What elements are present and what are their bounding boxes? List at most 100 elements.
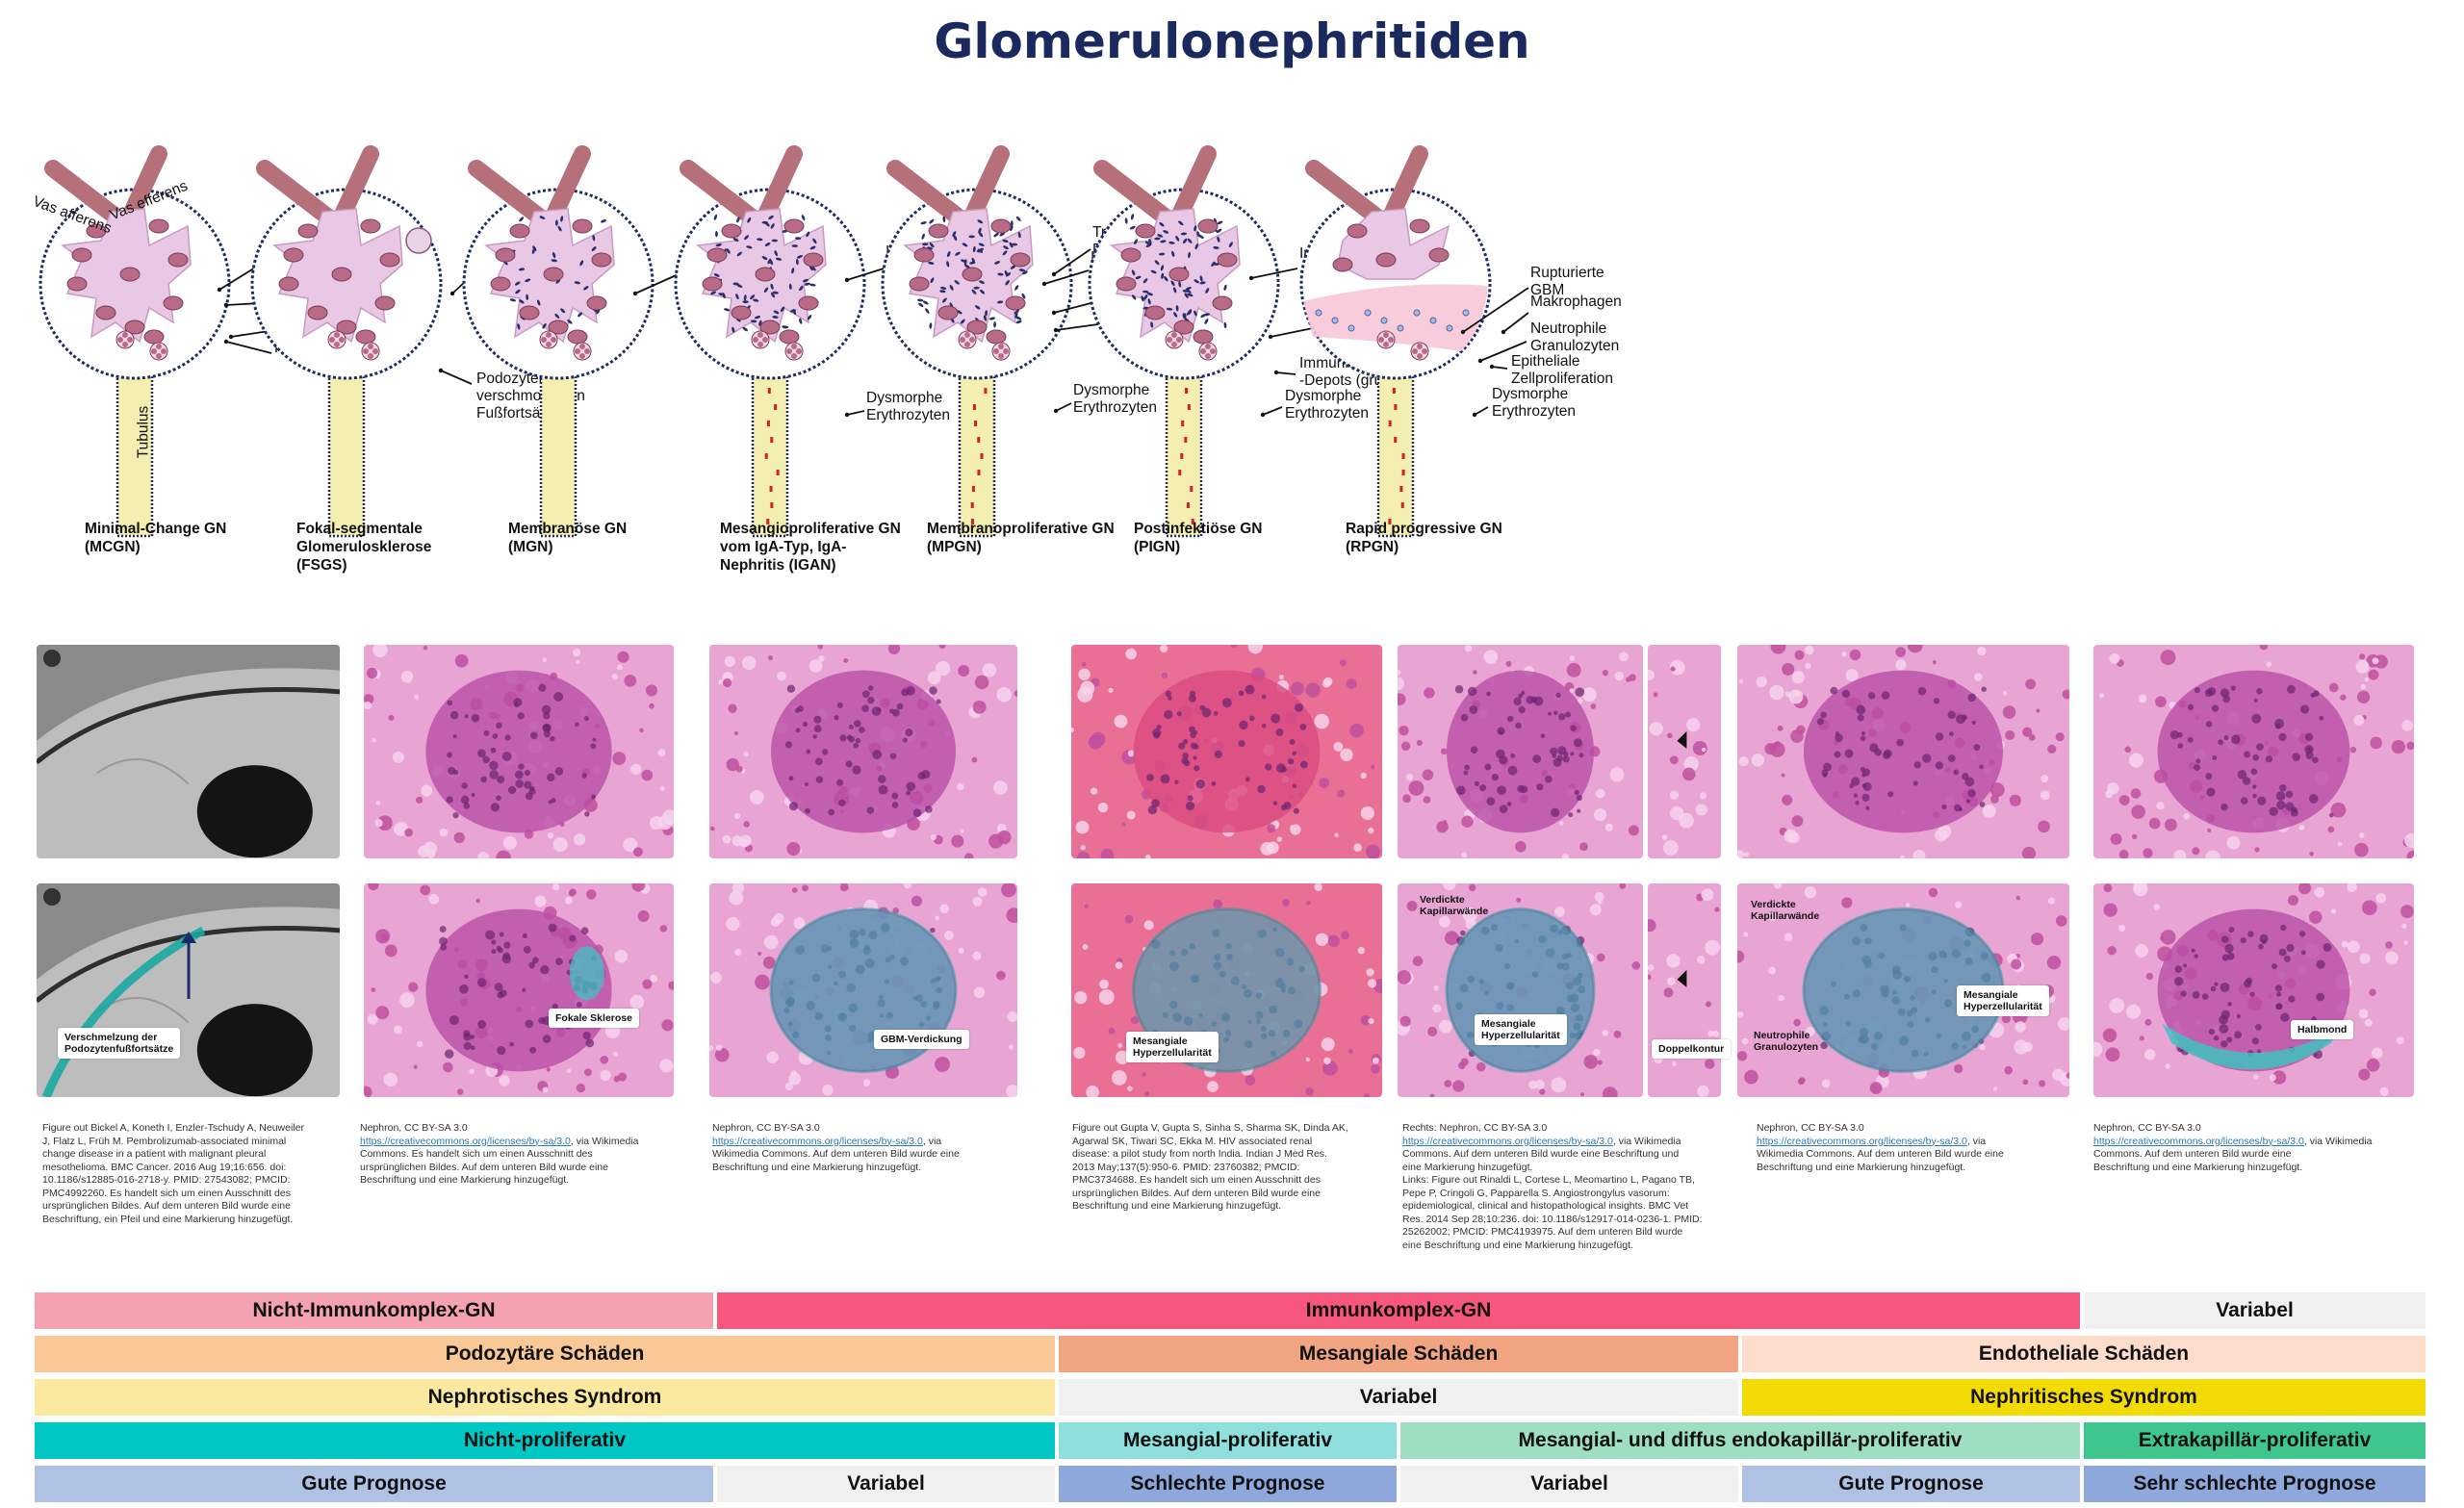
classification-cell: Immunkomplex-GN bbox=[717, 1292, 2080, 1329]
classification-cell: Nephrotisches Syndrom bbox=[35, 1379, 1055, 1416]
classification-cell: Gute Prognose bbox=[35, 1466, 713, 1502]
classification-cell: Nephritisches Syndrom bbox=[1742, 1379, 2426, 1416]
citation-text: Rechts: Nephron, CC BY-SA 3.0 bbox=[1402, 1122, 1548, 1134]
image-citation: Rechts: Nephron, CC BY-SA 3.0 https://cr… bbox=[1402, 1122, 1703, 1252]
arrow-icon bbox=[181, 932, 196, 999]
license-link[interactable]: https://creativecommons.org/licenses/by-… bbox=[1757, 1135, 1967, 1147]
micrograph-bottom-0 bbox=[37, 883, 340, 1097]
citation-text: , via Wikimedia Commons. Auf dem unteren… bbox=[1402, 1135, 1703, 1251]
micrograph-label: Verdickte Kapillarwände bbox=[1751, 899, 1820, 922]
glomerulus-diagram-igan: Immunkomplex -Depots (grün)Dysmorphe Ery… bbox=[664, 125, 991, 577]
micrograph-bottom-2 bbox=[709, 883, 1017, 1097]
annotation-label: Makrophagen bbox=[1530, 294, 1622, 310]
micrograph-bottom-6 bbox=[1737, 883, 2069, 1097]
micrograph-top-4 bbox=[1398, 645, 1643, 858]
micrograph-label: Mesangiale Hyperzellularität bbox=[1475, 1014, 1567, 1045]
micrograph-top-6 bbox=[1737, 645, 2069, 858]
glomerulus-drawing bbox=[38, 145, 276, 538]
classification-cell: Nicht-Immunkomplex-GN bbox=[35, 1292, 713, 1329]
classification-cell: Schlechte Prognose bbox=[1059, 1466, 1397, 1502]
classification-cell: Variabel bbox=[2084, 1292, 2426, 1329]
micrograph-top-2 bbox=[709, 645, 1017, 858]
micrograph-bottom-4 bbox=[1398, 883, 1643, 1097]
glomerulus-drawing bbox=[462, 145, 692, 538]
image-citation: Nephron, CC BY-SA 3.0 https://creativeco… bbox=[2093, 1122, 2372, 1174]
page-title: Glomerulonephritiden bbox=[934, 13, 1530, 69]
classification-cell: Gute Prognose bbox=[1742, 1466, 2080, 1502]
micrograph-top-1 bbox=[364, 645, 674, 858]
classification-cell: Variabel bbox=[717, 1466, 1055, 1502]
classification-cell: Mesangiale Schäden bbox=[1059, 1336, 1738, 1372]
glomerulus-diagram-fsgs: Sklerosiertes SegmentPodozyten mit versc… bbox=[241, 125, 585, 577]
gn-type-name: Membranöse GN (MGN) bbox=[508, 521, 628, 555]
license-link[interactable]: https://creativecommons.org/licenses/by-… bbox=[712, 1135, 923, 1147]
glomerulus-drawing bbox=[1299, 145, 1529, 538]
image-citation: Nephron, CC BY-SA 3.0 https://creativeco… bbox=[1757, 1122, 2004, 1174]
classification-cell: Sehr schlechte Prognose bbox=[2084, 1466, 2426, 1502]
citation-text: Figure out Gupta V, Gupta S, Sinha S, Sh… bbox=[1072, 1122, 1348, 1212]
image-citation: Figure out Gupta V, Gupta S, Sinha S, Sh… bbox=[1072, 1122, 1348, 1214]
gn-type-name: Minimal-Change GN (MCGN) bbox=[85, 521, 227, 555]
gn-type-name: Membranoproliferative GN (MPGN) bbox=[927, 521, 1115, 555]
annotation-label: Dysmorphe Erythrozyten bbox=[866, 390, 951, 423]
micrograph-label: Halbmond bbox=[2291, 1020, 2354, 1039]
citation-text: , via Wikimedia Commons. Auf dem unteren… bbox=[2093, 1135, 2373, 1173]
annotation-label: Dysmorphe Erythrozyten bbox=[1492, 386, 1577, 420]
gn-type-name: Mesangioproliferative GN vom IgA-Typ, Ig… bbox=[720, 521, 901, 574]
classification-cell: Variabel bbox=[1400, 1466, 1738, 1502]
micrograph-top-5 bbox=[1648, 645, 1721, 858]
gn-type-name: Fokal-segmentale Glomerulosklerose (FSGS… bbox=[296, 521, 432, 574]
annotation-label: Neutrophile Granulozyten bbox=[1530, 320, 1620, 354]
classification-cell: Podozytäre Schäden bbox=[35, 1336, 1055, 1372]
classification-cell: Variabel bbox=[1059, 1379, 1738, 1416]
annotation-label: Dysmorphe Erythrozyten bbox=[1073, 382, 1158, 416]
micrograph-label: Mesangiale Hyperzellularität bbox=[1957, 985, 2049, 1016]
glomerulus-drawing bbox=[674, 145, 885, 538]
citation-text: Nephron, CC BY-SA 3.0 bbox=[712, 1122, 820, 1134]
glomerulus-diagram-mgn: Spikes, dazwischen Immunkomplex -Depots … bbox=[452, 125, 794, 577]
annotation-label: Epitheliale Zellproliferation bbox=[1511, 353, 1613, 387]
license-link[interactable]: https://creativecommons.org/licenses/by-… bbox=[2093, 1135, 2304, 1147]
classification-cell: Endotheliale Schäden bbox=[1742, 1336, 2426, 1372]
citation-text: Nephron, CC BY-SA 3.0 bbox=[2093, 1122, 2201, 1134]
micrograph-bottom-1 bbox=[364, 883, 674, 1097]
micrograph-label: Fokale Sklerose bbox=[549, 1009, 639, 1028]
classification-cell: Mesangial- und diffus endokapillär-proli… bbox=[1400, 1422, 2080, 1459]
gn-type-name: Postinfektiöse GN (PIGN) bbox=[1134, 521, 1263, 555]
license-link[interactable]: https://creativecommons.org/licenses/by-… bbox=[1402, 1135, 1613, 1147]
annotation-label: Dysmorphe Erythrozyten bbox=[1285, 388, 1370, 422]
image-citation: Nephron, CC BY-SA 3.0 https://creativeco… bbox=[712, 1122, 960, 1174]
micrograph-label: Verschmelzung der Podozytenfußfortsätze bbox=[58, 1028, 181, 1059]
gn-type-name: Rapid progressive GN (RPGN) bbox=[1346, 521, 1502, 555]
micrograph-label: Neutrophile Granulozyten bbox=[1754, 1030, 1819, 1053]
annotation-label: Rupturierte GBM bbox=[1530, 265, 1604, 298]
micrograph-bottom-3 bbox=[1071, 883, 1382, 1097]
micrograph-label: Mesangiale Hyperzellularität bbox=[1126, 1032, 1219, 1062]
citation-text: Nephron, CC BY-SA 3.0 bbox=[1757, 1122, 1864, 1134]
classification-cell: Mesangial-proliferativ bbox=[1059, 1422, 1397, 1459]
micrograph-label: Doppelkontur bbox=[1652, 1039, 1732, 1059]
micrograph-top-0 bbox=[37, 645, 340, 858]
micrograph-label: GBM-Verdickung bbox=[874, 1030, 969, 1049]
glomerulus-drawing bbox=[881, 145, 1099, 538]
classification-cell: Nicht-proliferativ bbox=[35, 1422, 1055, 1459]
micrograph-top-3 bbox=[1071, 645, 1382, 858]
classification-cell: Extrakapillär-proliferativ bbox=[2084, 1422, 2426, 1459]
glomerulus-drawing bbox=[250, 145, 480, 538]
image-citation: Figure out Bickel A, Koneth I, Enzler-Ts… bbox=[42, 1122, 304, 1226]
citation-text: , via Wikimedia Commons. Es handelt sich… bbox=[360, 1135, 639, 1187]
citation-text: Nephron, CC BY-SA 3.0 bbox=[360, 1122, 468, 1134]
license-link[interactable]: https://creativecommons.org/licenses/by-… bbox=[360, 1135, 571, 1147]
micrograph-bottom-5 bbox=[1648, 883, 1721, 1097]
citation-text: Figure out Bickel A, Koneth I, Enzler-Ts… bbox=[42, 1122, 304, 1225]
micrograph-bottom-7 bbox=[2093, 883, 2414, 1097]
citation-text: , via Wikimedia Commons. Auf dem unteren… bbox=[712, 1135, 960, 1173]
micrograph-label: Verdickte Kapillarwände bbox=[1420, 894, 1489, 917]
citation-text: , via Wikimedia Commons. Auf dem unteren… bbox=[1757, 1135, 2004, 1173]
glomerulus-drawing bbox=[1088, 145, 1314, 538]
micrograph-top-7 bbox=[2093, 645, 2414, 858]
tubulus-label: Tubulus bbox=[135, 405, 152, 459]
image-citation: Nephron, CC BY-SA 3.0 https://creativeco… bbox=[360, 1122, 638, 1188]
